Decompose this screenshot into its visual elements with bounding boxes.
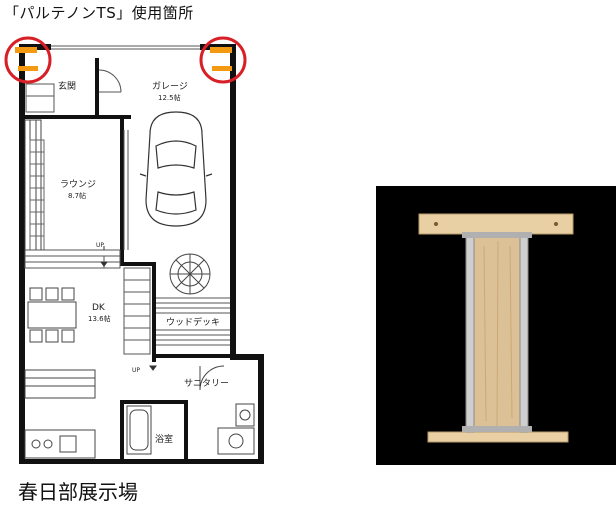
highlight-right xyxy=(199,36,247,84)
room-area-garage: 12.5帖 xyxy=(158,93,181,102)
top-glazing xyxy=(51,45,200,50)
room-area-dk: 13.6帖 xyxy=(88,314,111,323)
stairs xyxy=(24,249,151,355)
room-label-wood-deck: ウッドデッキ xyxy=(166,316,220,328)
room-label-sanitary: サニタリー xyxy=(184,378,229,389)
caption-showroom: 春日部展示場 xyxy=(18,480,138,504)
exterior-walls xyxy=(19,44,264,464)
tree-icon xyxy=(169,253,211,295)
entrance-steps xyxy=(25,69,122,113)
car-icon xyxy=(139,111,213,227)
sanitary-fixtures xyxy=(199,365,255,455)
room-label-dk: DK xyxy=(92,303,106,313)
bathtub xyxy=(126,405,152,455)
wood-deck-planks xyxy=(156,297,230,346)
dining-set xyxy=(27,287,77,343)
i-beam-column xyxy=(418,213,574,443)
column-photo xyxy=(376,186,616,465)
room-label-bathroom: 浴室 xyxy=(155,433,173,445)
page-heading: 「パルテノンTS」使用箇所 xyxy=(4,4,194,22)
room-area-lounge: 8.7帖 xyxy=(68,191,86,200)
deck-up-label: UP xyxy=(132,367,140,374)
kitchen xyxy=(24,369,96,459)
up-arrows xyxy=(100,246,157,371)
highlight-left xyxy=(4,36,52,84)
garage-glazing xyxy=(123,130,129,250)
room-label-entrance: 玄関 xyxy=(58,80,76,92)
room-label-garage: ガレージ xyxy=(152,81,188,92)
room-label-lounge: ラウンジ xyxy=(60,179,96,190)
stair-up-label: UP xyxy=(96,242,104,249)
floor-plan: 玄関 ガレージ 12.5帖 ラウンジ 8.7帖 UP DK 13.6帖 ウッドデ… xyxy=(4,36,264,464)
lounge-sofa xyxy=(29,139,45,251)
